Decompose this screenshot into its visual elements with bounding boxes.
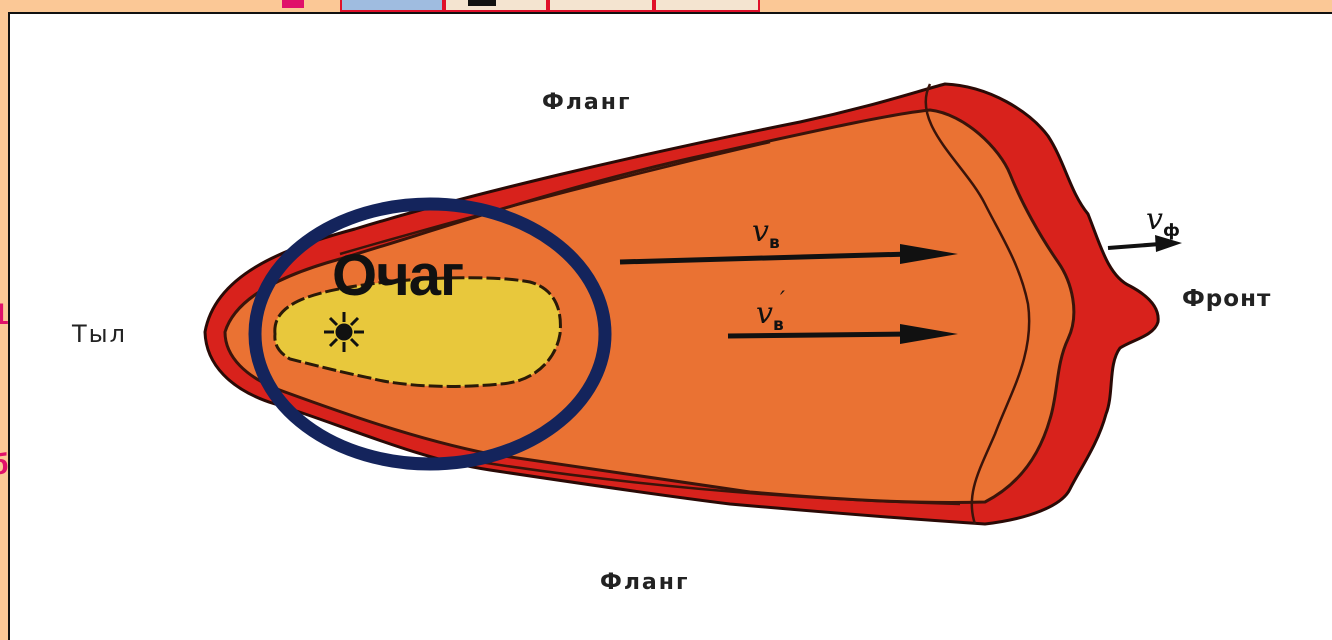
table-cell (340, 0, 444, 12)
flank-bottom-label: Фланг (600, 570, 689, 595)
rear-label: Тыл (72, 320, 127, 348)
fire-shape-svg (10, 14, 1332, 640)
velocity-symbol: v (752, 214, 769, 249)
velocity-subscript: в (769, 233, 780, 253)
table-cell (548, 0, 654, 12)
prime-mark: ′ (780, 288, 785, 313)
velocity-subscript: ф (1163, 221, 1180, 241)
velocity-symbol: v (756, 296, 773, 331)
table-cell (444, 0, 548, 12)
velocity-symbol: v (1146, 202, 1163, 237)
wind-velocity-label: vв (752, 214, 780, 253)
focus-label: Очаг (332, 242, 463, 309)
wind-velocity-prime-label: vв′ (756, 296, 784, 335)
flank-top-label: Фланг (542, 90, 631, 115)
front-label: Фронт (1182, 286, 1271, 312)
front-velocity-label: vф (1146, 202, 1180, 241)
velocity-subscript: в (773, 315, 784, 335)
cell-fragment-mark (282, 0, 304, 8)
fire-diagram-panel: Фланг Фланг Тыл Фронт Очаг vв vв′ vф (8, 12, 1332, 640)
table-cell (654, 0, 760, 12)
ignition-star-icon (324, 312, 364, 352)
cell-mark (468, 0, 496, 6)
top-table-fragment (0, 0, 1332, 12)
